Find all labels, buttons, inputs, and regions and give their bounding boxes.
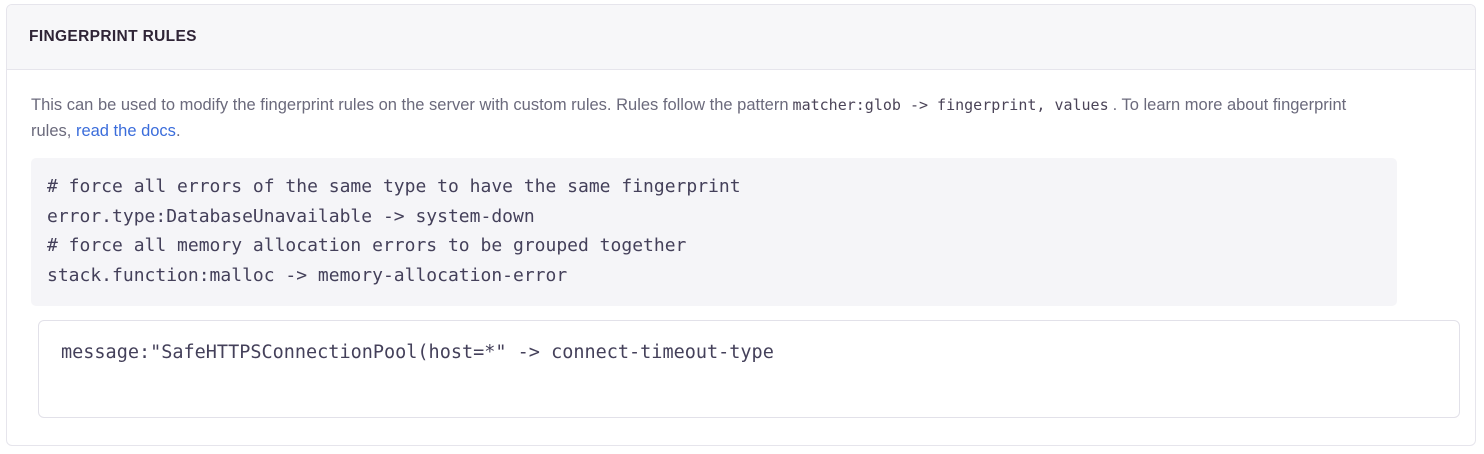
- inline-code-pattern: matcher:glob -> fingerprint, values: [792, 96, 1109, 114]
- fingerprint-rules-input[interactable]: [38, 320, 1460, 418]
- description-lead: This can be used to modify the fingerpri…: [31, 96, 789, 114]
- page-title: FINGERPRINT RULES: [29, 28, 197, 45]
- card-header: FINGERPRINT RULES: [7, 5, 1475, 70]
- example-rules-code-block: # force all errors of the same type to h…: [31, 158, 1397, 306]
- read-the-docs-link[interactable]: read the docs: [75, 122, 176, 140]
- description-mid: . To learn more about fingerprint rules,: [31, 96, 1347, 140]
- card-body: This can be used to modify the fingerpri…: [7, 70, 1475, 418]
- fingerprint-rules-card: FINGERPRINT RULES This can be used to mo…: [6, 4, 1476, 446]
- description-text: This can be used to modify the fingerpri…: [31, 92, 1391, 144]
- description-tail: .: [175, 122, 181, 140]
